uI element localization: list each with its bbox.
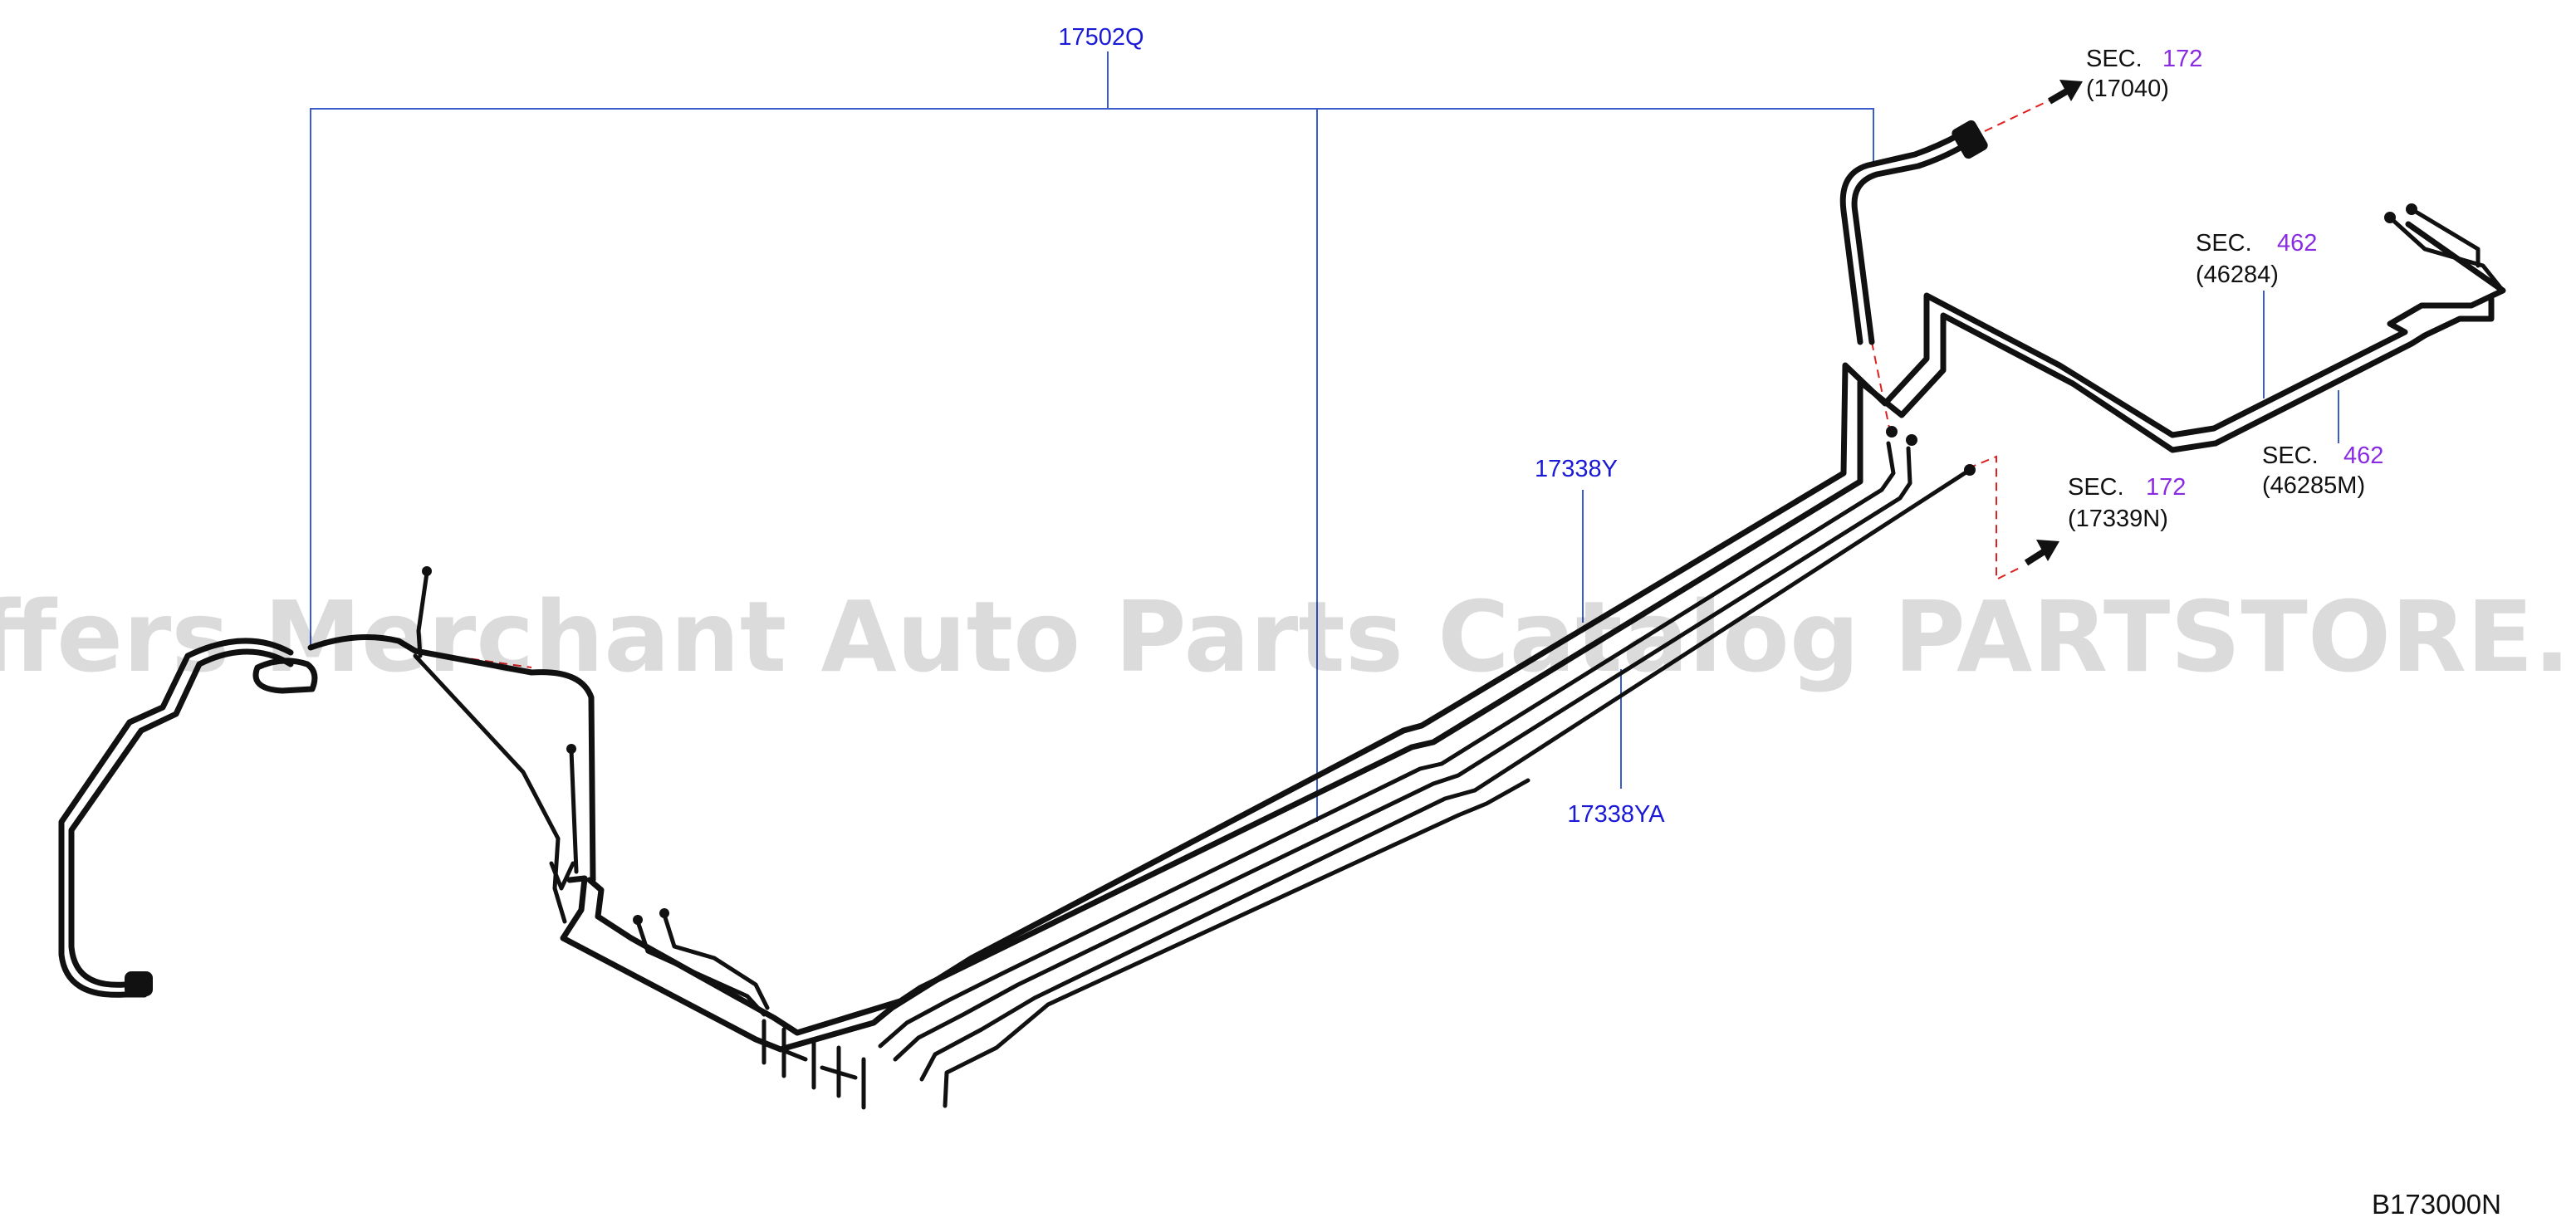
sec-prefix: SEC. (2086, 46, 2143, 72)
tube-bundle (560, 203, 2506, 1110)
leader-lines (310, 51, 2339, 822)
tube-end-cap-b (1906, 434, 1917, 446)
filler-loop-inner (58, 638, 294, 998)
diagram-code: B173000N (2372, 1189, 2501, 1220)
bundle-tube-1 (560, 221, 2506, 1053)
sec-number[interactable]: 462 (2277, 230, 2317, 257)
tube-end-cap-a (1886, 426, 1898, 438)
section-reference-17040[interactable]: SEC. 172 (17040) (2086, 46, 2202, 102)
ref-dash-17040 (1984, 99, 2052, 132)
left-short-tube (569, 748, 579, 874)
sec-part: (46284) (2196, 262, 2279, 288)
left-branch-cap-a (633, 915, 643, 925)
sec-number[interactable]: 172 (2146, 474, 2186, 501)
callout-17502q[interactable]: 17502Q (1058, 24, 1144, 51)
sec-part: (17040) (2086, 76, 2169, 102)
upper-right-hose (1839, 120, 1988, 345)
callout-labels: 17502Q 17338Y 17338YA (1058, 24, 1665, 828)
vent-tube-left-cap (422, 566, 432, 576)
bundle-tube-3 (878, 441, 1896, 1049)
direction-arrows (2024, 80, 2083, 566)
filler-upper-tube (307, 634, 596, 883)
callout-17338ya[interactable]: 17338YA (1567, 801, 1665, 828)
arrow-sec-17339n-icon (2024, 540, 2059, 566)
pump-hose-connector (1952, 120, 1988, 159)
sec-number[interactable]: 172 (2162, 46, 2202, 72)
leader-17502q-bracket (310, 51, 1874, 822)
sec-part: (17339N) (2068, 506, 2168, 532)
left-branch-tube-a (635, 919, 766, 1017)
sec-part: (46285M) (2262, 472, 2365, 499)
tube-end-cap-c (1964, 464, 1976, 476)
filler-clamp (252, 658, 318, 694)
right-end-tube-2 (2409, 207, 2481, 268)
left-filler-pipe (58, 566, 596, 998)
watermark-text: Offers Merchant Auto Parts Catalog PARTS… (0, 579, 2576, 694)
bundle-tube-2 (586, 296, 2495, 1036)
arrow-sec-17040-icon (2047, 80, 2083, 105)
left-bracket-clip (549, 861, 575, 891)
filler-hose-end (125, 971, 153, 996)
pump-hose-outer (1851, 143, 1966, 345)
sec-prefix: SEC. (2262, 442, 2319, 469)
left-short-tube-cap (566, 744, 576, 754)
filler-loop-outer (68, 648, 294, 988)
left-branch-tube-b (662, 912, 770, 1010)
bundle-tube-6 (943, 778, 1530, 1108)
bundle-tube-5 (919, 467, 1972, 1082)
left-mid-tube (413, 653, 567, 924)
sec-number[interactable]: 462 (2343, 442, 2383, 469)
bundle-tube-4 (893, 446, 1912, 1062)
sec-prefix: SEC. (2196, 230, 2252, 257)
ref-dash-center (1871, 341, 1891, 433)
left-branch-cap-b (659, 908, 669, 918)
right-end-tube (2387, 215, 2505, 293)
vent-tube-left (416, 570, 429, 658)
bundle-clips (762, 1019, 866, 1110)
section-reference-46284[interactable]: SEC. 462 (46284) (2196, 230, 2317, 288)
callout-17338y[interactable]: 17338Y (1535, 456, 1618, 482)
section-reference-17339n[interactable]: SEC. 172 (17339N) (2068, 474, 2186, 532)
sec-prefix: SEC. (2068, 474, 2124, 501)
section-reference-46285m[interactable]: SEC. 462 (46285M) (2262, 442, 2383, 499)
pump-hose-inner (1839, 131, 1963, 345)
ref-dash-17339n (1967, 455, 2024, 581)
